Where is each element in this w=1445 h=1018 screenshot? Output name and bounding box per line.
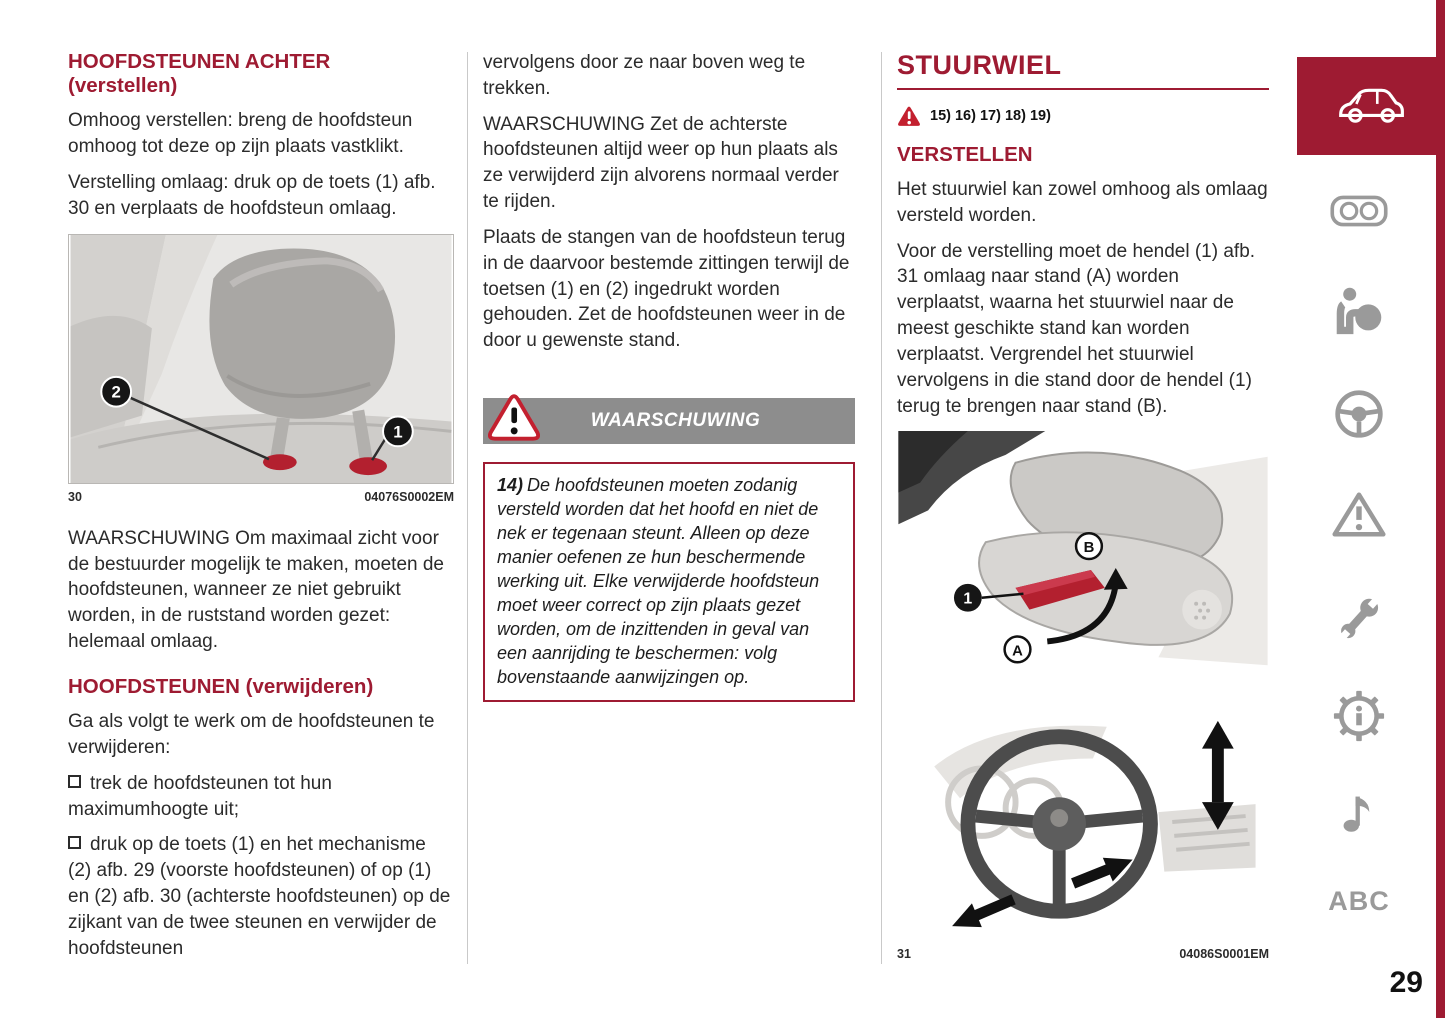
headrest-photo: 2 1 — [70, 234, 452, 483]
paragraph: Het stuurwiel kan zowel omhoog als omlaa… — [897, 179, 1268, 226]
page-number: 29 — [1389, 966, 1423, 999]
seatbelt-airbag-icon — [1330, 284, 1388, 336]
figure-code: 04076S0002EM — [364, 489, 454, 504]
bullet-item: trek de hoofdsteunen tot hun maximumhoog… — [68, 771, 454, 823]
page-edge-strip — [1436, 0, 1445, 1018]
bullet-icon — [68, 774, 81, 788]
column-2: vervolgens door ze naar boven weg te tre… — [483, 50, 855, 702]
figure-31-wheel — [897, 701, 1269, 942]
warning-triangle-icon — [1330, 490, 1388, 539]
wrench-icon — [1330, 594, 1388, 644]
figure-30-caption: 30 04076S0002EM — [68, 490, 454, 504]
callout-1: 1 — [963, 591, 972, 608]
steering-column-illustration: 1 B A — [898, 431, 1268, 698]
note-text: De hoofdsteunen moeten zodanig versteld … — [497, 475, 820, 687]
paragraph: Plaats de stangen van de hoofdsteun teru… — [483, 226, 850, 352]
column-divider-1 — [467, 52, 468, 964]
info-gear-icon — [1330, 690, 1388, 742]
column-3: STUURWIEL 15) 16) 17) 18) 19) VERSTELLEN… — [897, 50, 1269, 961]
callout-2: 2 — [111, 382, 120, 401]
section-heading-stuurwiel: STUURWIEL — [897, 50, 1062, 80]
section-heading-hoofdsteunen-achter: HOOFDSTEUNEN ACHTER (verstellen) — [68, 50, 331, 98]
callout-A: A — [1012, 644, 1023, 660]
car-icon — [1339, 88, 1404, 123]
bullet-item: druk op de toets (1) en het mechanisme (… — [68, 832, 454, 961]
column-divider-2 — [881, 52, 882, 964]
warning-triangle-icon — [897, 105, 921, 127]
paragraph: vervolgens door ze naar boven weg te tre… — [483, 52, 806, 99]
steering-wheel-icon — [1330, 388, 1388, 440]
music-note-icon — [1330, 788, 1388, 836]
warning-banner-title: WAARSCHUWING — [590, 410, 761, 432]
abc-section-label: ABC — [1328, 886, 1390, 916]
active-section-tab — [1297, 57, 1445, 155]
warning-triangle-icon — [488, 392, 540, 442]
figure-number: 31 — [897, 947, 911, 962]
callout-B: B — [1084, 541, 1095, 557]
heading-rule — [897, 88, 1269, 90]
bullet-icon — [68, 836, 81, 850]
paragraph: Ga als volgt te werk om de hoofdsteunen … — [68, 711, 435, 758]
warning-banner: WAARSCHUWING — [483, 394, 855, 445]
bullet-text: trek de hoofdsteunen tot hun maximumhoog… — [68, 772, 332, 820]
bullet-text: druk op de toets (1) en het mechanisme (… — [68, 834, 451, 959]
paragraph: Verstelling omlaag: druk op de toets (1)… — [68, 172, 436, 219]
note-reference: 14) — [497, 475, 524, 496]
column-1: HOOFDSTEUNEN ACHTER (verstellen) Omhoog … — [68, 50, 454, 961]
figure-number: 30 — [68, 489, 82, 504]
figure-31-lever: 1 B A — [897, 431, 1269, 698]
section-heading-hoofdsteunen-verwijderen: HOOFDSTEUNEN (verwijderen) — [68, 674, 374, 698]
warning-note-box: 14)De hoofdsteunen moeten zodanig verste… — [483, 462, 855, 702]
paragraph: WAARSCHUWING Zet de achterste hoofdsteun… — [483, 113, 839, 213]
warning-reference-numbers: 15) 16) 17) 18) 19) — [930, 108, 1051, 124]
instrument-cluster-icon — [1330, 192, 1388, 230]
figure-31-caption: 31 04086S0001EM — [897, 947, 1269, 961]
paragraph: WAARSCHUWING Om maximaal zicht voor de b… — [68, 527, 444, 652]
paragraph: Voor de verstelling moet de hendel (1) a… — [897, 240, 1256, 417]
figure-code: 04086S0001EM — [1179, 947, 1269, 962]
paragraph: Omhoog verstellen: breng de hoofdsteun o… — [68, 110, 413, 158]
callout-1: 1 — [393, 422, 402, 441]
figure-30-headrest: 2 1 — [68, 233, 454, 484]
subsection-heading-verstellen: VERSTELLEN — [897, 143, 1033, 166]
warning-refs-row: 15) 16) 17) 18) 19) — [897, 105, 1269, 127]
steering-wheel-illustration — [898, 701, 1268, 942]
